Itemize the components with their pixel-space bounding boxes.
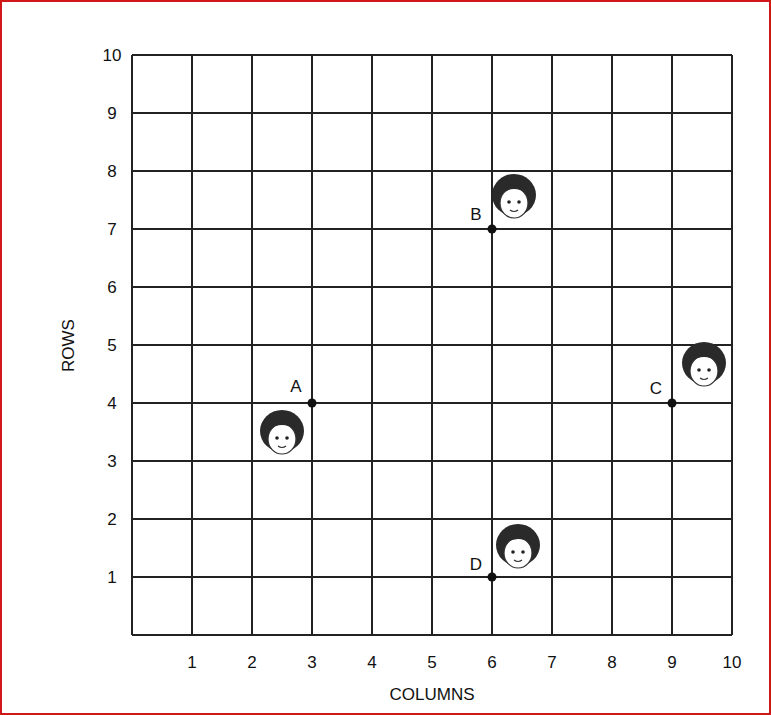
point-label: B — [470, 206, 481, 223]
child-face — [682, 342, 726, 386]
child-face — [496, 524, 540, 568]
column-number: 4 — [367, 654, 376, 671]
row-number: 6 — [107, 279, 116, 296]
row-number: 7 — [107, 221, 116, 238]
column-number: 7 — [547, 654, 556, 671]
column-number: 10 — [723, 654, 742, 671]
row-number: 9 — [107, 105, 116, 122]
axis-title: ROWS — [59, 319, 76, 372]
row-number: 2 — [107, 511, 116, 528]
point-dot — [488, 573, 497, 582]
point-dot — [308, 399, 317, 408]
point-dot — [488, 225, 497, 234]
column-number: 1 — [187, 654, 196, 671]
point-label: D — [470, 556, 482, 573]
row-number: 8 — [107, 163, 116, 180]
point-label: C — [650, 380, 662, 397]
child-face — [492, 174, 536, 218]
axis-title: COLUMNS — [389, 686, 474, 703]
child-face — [260, 410, 304, 454]
point-label: A — [290, 378, 301, 395]
column-number: 8 — [607, 654, 616, 671]
row-number: 3 — [107, 453, 116, 470]
column-number: 9 — [667, 654, 676, 671]
point-dot — [668, 399, 677, 408]
grid-lines — [132, 55, 732, 635]
row-number: 5 — [107, 337, 116, 354]
column-number: 6 — [487, 654, 496, 671]
row-number: 10 — [103, 47, 122, 64]
column-number: 5 — [427, 654, 436, 671]
column-number: 3 — [307, 654, 316, 671]
row-number: 1 — [107, 569, 116, 586]
row-number: 4 — [107, 395, 116, 412]
column-number: 2 — [247, 654, 256, 671]
